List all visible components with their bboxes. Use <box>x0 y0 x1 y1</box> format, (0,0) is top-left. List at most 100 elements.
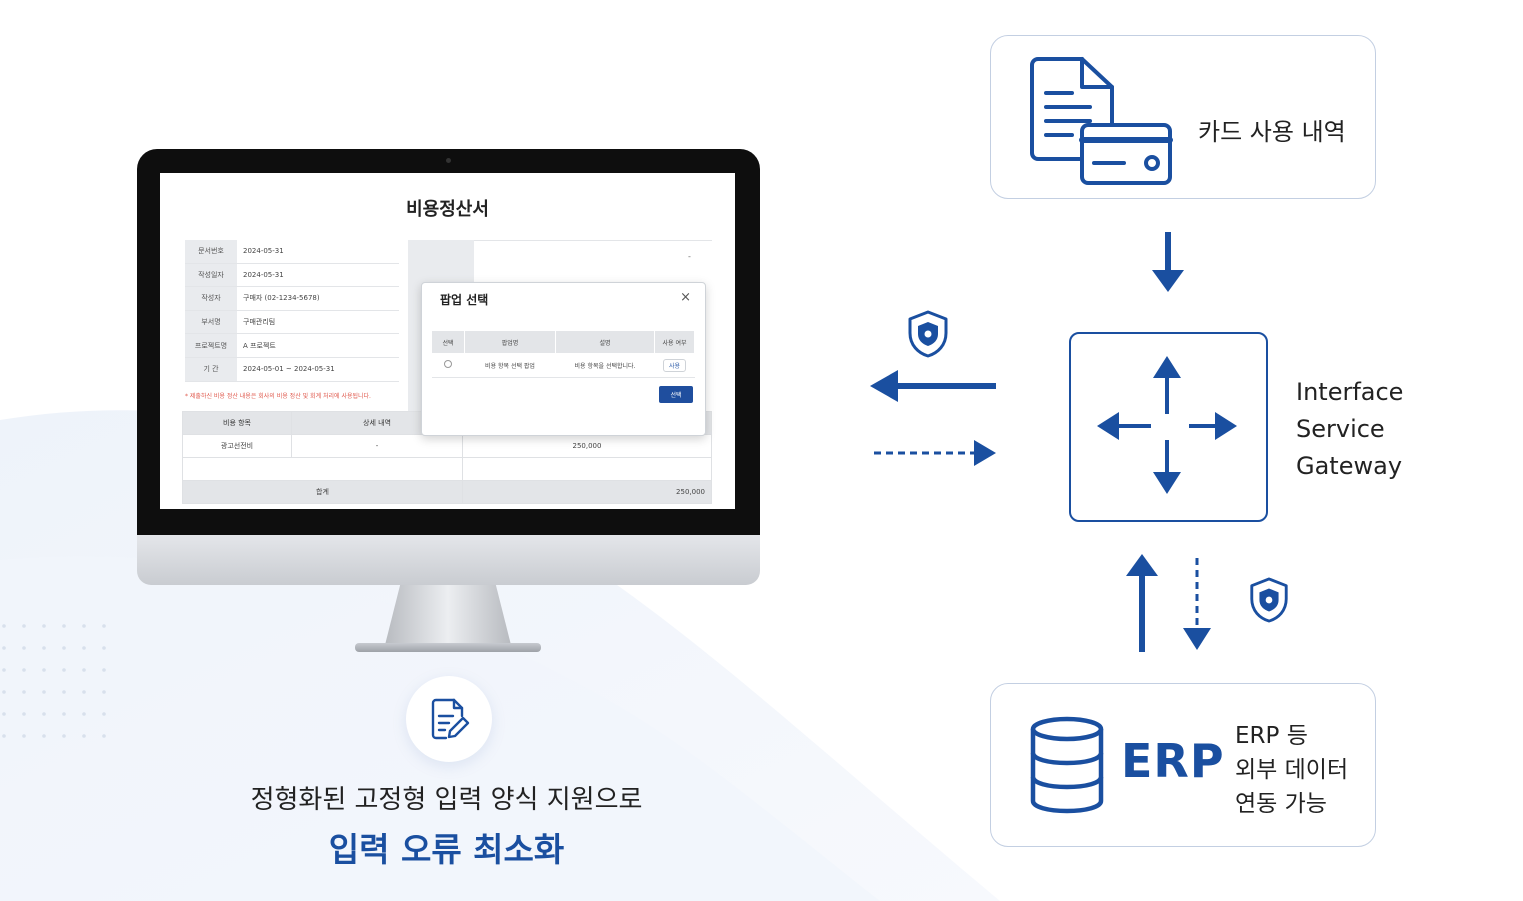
arrow-up-icon <box>1126 554 1158 652</box>
side-value: - <box>688 252 691 261</box>
header-cost-item: 비용 항목 <box>182 411 292 435</box>
decor-dot <box>22 734 26 738</box>
decor-dot <box>82 734 86 738</box>
decor-dot <box>62 624 66 628</box>
decor-dot <box>2 668 6 672</box>
header-description: 설명 <box>555 331 655 353</box>
usage-cell: 사용 <box>654 353 695 378</box>
usage-badge: 사용 <box>662 358 687 372</box>
four-way-arrows-icon <box>1097 356 1237 494</box>
decor-dot <box>102 734 106 738</box>
erp-description-line: 연동 가능 <box>1235 791 1327 817</box>
decor-dot <box>2 690 6 694</box>
info-value: 2024-05-01 ~ 2024-05-31 <box>237 357 399 382</box>
decor-dot <box>62 734 66 738</box>
decor-dot <box>42 734 46 738</box>
erp-description-line: ERP 등 <box>1235 723 1308 749</box>
decor-dot <box>42 690 46 694</box>
decor-dot <box>62 690 66 694</box>
popup-dialog: 팝업 선택 × 선택 팝업명 설명 사용 여부 비용 <box>421 282 706 436</box>
header-usage: 사용 여부 <box>654 331 695 353</box>
decor-dot <box>42 668 46 672</box>
select-button[interactable]: 선택 <box>659 386 693 403</box>
decor-dot <box>82 668 86 672</box>
decor-dot <box>82 712 86 716</box>
info-value: 구매자 (02-1234-5678) <box>237 286 399 311</box>
sum-amount: 250,000 <box>462 480 712 504</box>
table-row: 광고선전비 - 250,000 <box>182 434 712 458</box>
decor-dot <box>2 624 6 628</box>
caption-line-2: 입력 오류 최소화 <box>328 830 565 869</box>
caption-line-1: 정형화된 고정형 입력 양식 지원으로 <box>250 785 643 815</box>
decor-dot <box>62 712 66 716</box>
decor-dot <box>2 646 6 650</box>
dashed-arrow-down-icon <box>1183 558 1211 650</box>
notice-text: * 제출하신 비용 정산 내용은 회사의 비용 정산 및 회계 처리에 사용됩니… <box>185 393 371 400</box>
info-value: 2024-05-31 <box>237 263 399 288</box>
sum-label: 합계 <box>182 480 463 504</box>
document-edit-icon <box>431 698 470 740</box>
table-row[interactable]: 비용 항목 선택 팝업 비용 항목을 선택합니다. 사용 <box>432 353 695 378</box>
info-value: 구매관리팀 <box>237 310 399 335</box>
erp-description-line: 외부 데이터 <box>1235 757 1349 783</box>
arrow-down-icon <box>1152 232 1184 292</box>
decor-dot <box>42 624 46 628</box>
card-usage-label: 카드 사용 내역 <box>1198 118 1346 146</box>
decor-dot <box>102 690 106 694</box>
document-credit-card-icon <box>1030 57 1173 185</box>
info-label: 문서번호 <box>185 240 237 264</box>
card-usage-box <box>990 35 1376 199</box>
decor-dot <box>22 646 26 650</box>
gateway-label-line: Interface <box>1296 378 1404 406</box>
decor-dot <box>62 668 66 672</box>
cost-amount-cell: 250,000 <box>462 434 712 458</box>
decor-dot <box>102 646 106 650</box>
info-value: A 프로젝트 <box>237 333 399 358</box>
arrow-left-icon <box>870 370 996 402</box>
monitor-neck <box>385 585 511 645</box>
decor-dot <box>22 624 26 628</box>
decor-dot <box>42 712 46 716</box>
expense-doc-title: 비용정산서 <box>406 199 489 220</box>
decor-dot <box>62 646 66 650</box>
decor-dot <box>82 624 86 628</box>
decor-dot <box>82 690 86 694</box>
decor-dot <box>2 712 6 716</box>
popup-title: 팝업 선택 <box>440 293 489 307</box>
decor-dot <box>102 624 106 628</box>
close-icon[interactable]: × <box>680 290 691 305</box>
cost-detail-cell: - <box>291 434 463 458</box>
gateway-label: Interface Service Gateway <box>1296 374 1403 485</box>
sum-row: 합계 250,000 <box>182 480 712 504</box>
header-popup-name: 팝업명 <box>464 331 556 353</box>
database-icon <box>1030 716 1104 814</box>
info-label: 작성일자 <box>185 263 237 288</box>
monitor-chin <box>137 535 760 585</box>
decor-dot <box>22 690 26 694</box>
dashed-arrow-right-icon <box>874 440 996 466</box>
popup-table: 선택 팝업명 설명 사용 여부 비용 항목 선택 팝업 비용 항목을 선택합니다… <box>432 331 695 378</box>
erp-description: ERP 등 외부 데이터 연동 가능 <box>1235 719 1348 821</box>
info-value: 2024-05-31 <box>237 240 399 264</box>
side-divider <box>474 240 712 241</box>
caption-icon-circle <box>406 676 492 762</box>
cost-item-cell: 광고선전비 <box>182 434 292 458</box>
gateway-label-line: Service <box>1296 415 1385 443</box>
erp-title: ERP <box>1121 734 1225 788</box>
table-header-row: 선택 팝업명 설명 사용 여부 <box>432 331 695 353</box>
info-label: 부서명 <box>185 310 237 335</box>
popup-desc-cell: 비용 항목을 선택합니다. <box>555 353 655 378</box>
select-radio[interactable] <box>444 360 453 368</box>
camera-dot <box>446 158 451 163</box>
decor-dot <box>102 712 106 716</box>
decor-dot <box>82 646 86 650</box>
